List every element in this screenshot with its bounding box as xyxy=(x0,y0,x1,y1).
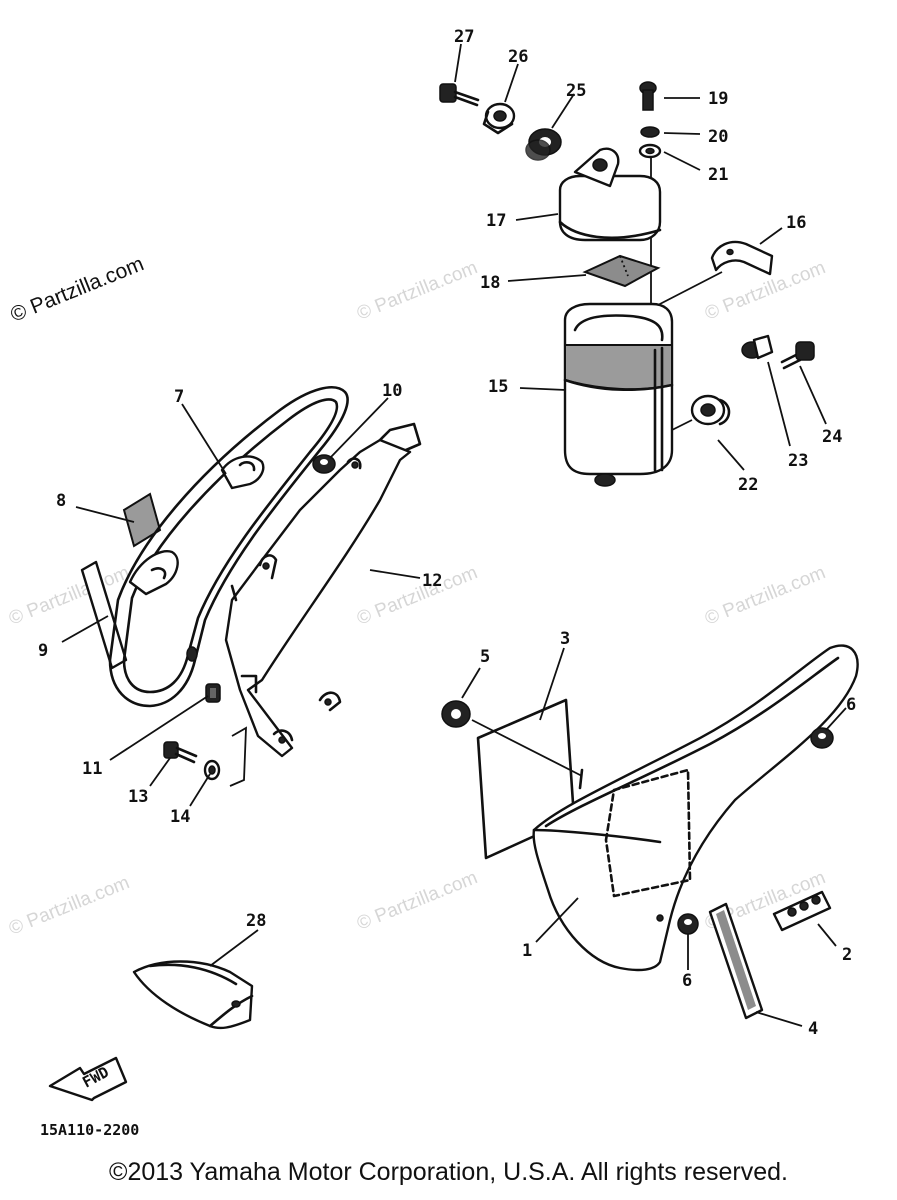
leader-lines xyxy=(61,43,847,1027)
battery-cover-17 xyxy=(558,147,662,242)
fwd-arrow: FWD xyxy=(48,1056,128,1102)
emblem-4 xyxy=(708,902,764,1020)
callout-9: 9 xyxy=(38,641,48,661)
right-side-cover-assembly xyxy=(441,644,859,1020)
watermark-main: © Partzilla.com xyxy=(7,252,147,326)
side-cover-1 xyxy=(532,644,859,972)
callout-26: 26 xyxy=(508,47,528,67)
left-side-cover-assembly xyxy=(80,386,422,787)
washer-14 xyxy=(203,759,221,781)
battery-box-15 xyxy=(563,302,674,487)
callout-23: 23 xyxy=(788,451,808,471)
callout-28: 28 xyxy=(246,911,266,931)
watermark: © Partzilla.com xyxy=(6,872,133,939)
callout-14: 14 xyxy=(170,807,190,827)
side-cover-frame-7 xyxy=(108,386,349,708)
grommet-5 xyxy=(441,700,471,728)
watermark: © Partzilla.com xyxy=(354,257,481,324)
callout-6: 6 xyxy=(846,695,856,715)
bracket-16 xyxy=(710,240,774,276)
nut-11 xyxy=(205,683,221,703)
bolt-24 xyxy=(780,341,815,370)
callout-8: 8 xyxy=(56,491,66,511)
damper-6-lower xyxy=(677,913,699,935)
callout-21: 21 xyxy=(708,165,728,185)
grommet-25 xyxy=(525,128,562,161)
parts-diagram: © Partzilla.com © Partzilla.com © Partzi… xyxy=(6,27,859,1139)
callout-19: 19 xyxy=(708,89,728,109)
watermark: © Partzilla.com xyxy=(354,867,481,934)
callout-13: 13 xyxy=(128,787,148,807)
plate-12 xyxy=(224,422,422,758)
callout-12: 12 xyxy=(422,571,442,591)
callout-7: 7 xyxy=(174,387,184,407)
emblem-2 xyxy=(772,890,832,932)
grommet-22 xyxy=(690,394,731,426)
callout-15: 15 xyxy=(488,377,508,397)
copyright-notice: ©2013 Yamaha Motor Corporation, U.S.A. A… xyxy=(109,1158,788,1186)
callout-1: 1 xyxy=(522,941,532,961)
pad-18 xyxy=(582,254,661,288)
damper-6-upper xyxy=(810,727,834,749)
damper-10 xyxy=(312,454,336,474)
callout-24: 24 xyxy=(822,427,842,447)
collar-23 xyxy=(741,334,774,360)
diagram-code: 15A110-2200 xyxy=(40,1121,139,1139)
callout-10: 10 xyxy=(382,381,402,401)
callout-5: 5 xyxy=(480,647,490,667)
callouts: 27 26 25 19 20 21 17 16 18 15 24 23 22 7… xyxy=(38,27,856,1039)
collar-26 xyxy=(482,102,516,135)
callout-17: 17 xyxy=(486,211,506,231)
callout-4: 4 xyxy=(808,1019,818,1039)
callout-11: 11 xyxy=(82,759,102,779)
callout-25: 25 xyxy=(566,81,586,101)
washer-21 xyxy=(638,143,662,159)
callout-20: 20 xyxy=(708,127,728,147)
callout-3: 3 xyxy=(560,629,570,649)
watermark: © Partzilla.com xyxy=(702,562,829,629)
bolt-27 xyxy=(439,83,480,107)
bolt-19 xyxy=(639,81,657,111)
callout-22: 22 xyxy=(738,475,758,495)
battery-assembly xyxy=(439,81,815,487)
label-8 xyxy=(122,492,162,548)
emblem-9 xyxy=(80,560,128,670)
watermark: © Partzilla.com xyxy=(354,562,481,629)
cover-28 xyxy=(132,960,254,1030)
bolt-13 xyxy=(163,741,198,764)
washer-20 xyxy=(640,126,660,138)
callout-18: 18 xyxy=(480,273,500,293)
callout-27: 27 xyxy=(454,27,474,47)
callout-16: 16 xyxy=(786,213,806,233)
callout-2: 2 xyxy=(842,945,852,965)
callout-6: 6 xyxy=(682,971,692,991)
